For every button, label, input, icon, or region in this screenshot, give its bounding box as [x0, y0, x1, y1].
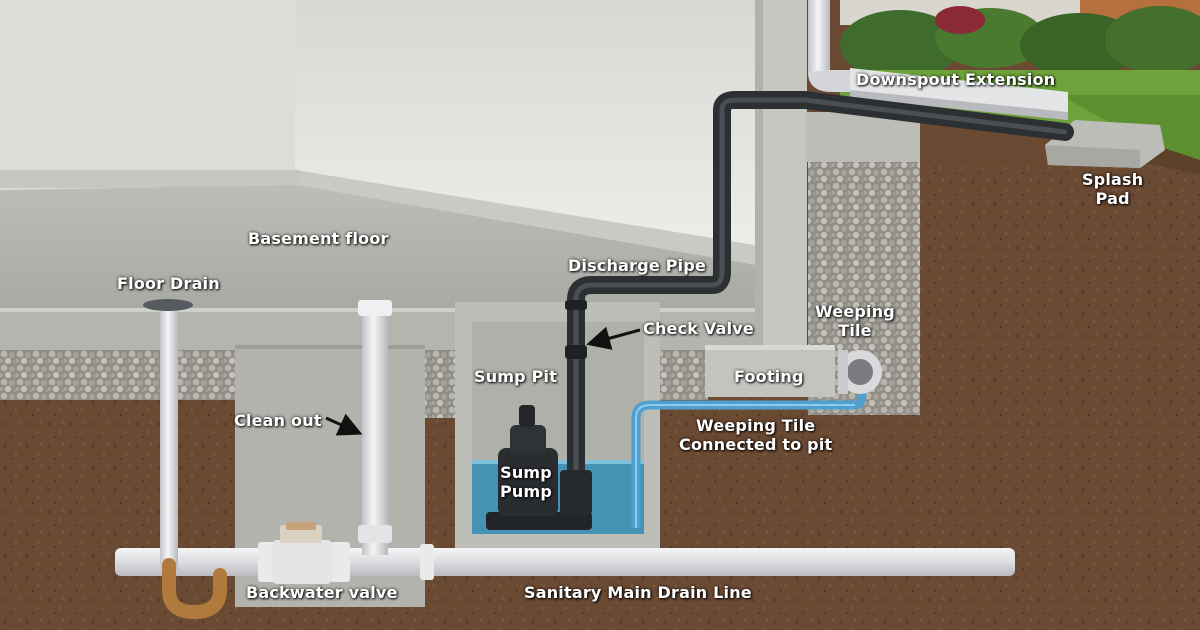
label-discharge-pipe: Discharge Pipe — [568, 256, 706, 275]
label-sump-pit: Sump Pit — [474, 367, 557, 386]
label-check-valve: Check Valve — [643, 319, 754, 338]
label-weeping-tile-connected-line-2: Connected to pit — [679, 435, 832, 454]
back-wall — [0, 0, 300, 190]
label-weeping-tile-connected: Weeping Tile Connected to pit — [679, 416, 832, 454]
label-sump-pump-line-2: Pump — [500, 482, 552, 501]
label-clean-out: Clean out — [234, 411, 322, 430]
label-sanitary-main-drain-line: Sanitary Main Drain Line — [524, 583, 752, 602]
floor-drain-grate — [143, 299, 193, 311]
label-splash-pad: Splash Pad — [1082, 170, 1143, 208]
label-weeping-tile: Weeping Tile — [815, 302, 895, 340]
weeping-tile-pipe — [838, 350, 882, 394]
label-floor-drain: Floor Drain — [117, 274, 220, 293]
label-sump-pump-line-1: Sump — [500, 463, 552, 482]
label-splash-pad-line-1: Splash — [1082, 170, 1143, 189]
label-footing: Footing — [734, 367, 804, 386]
label-sump-pump: Sump Pump — [500, 463, 552, 501]
label-downspout-extension: Downspout Extension — [856, 70, 1055, 89]
label-weeping-tile-connected-line-1: Weeping Tile — [679, 416, 832, 435]
downspout — [808, 0, 830, 75]
label-weeping-tile-line-2: Tile — [815, 321, 895, 340]
gravel-under-slab — [0, 348, 235, 400]
label-backwater-valve: Backwater valve — [246, 583, 398, 602]
clean-out-pipe — [362, 305, 388, 555]
floor-drain-pipe — [160, 308, 178, 570]
sanitary-main-drain — [115, 548, 1015, 576]
label-basement-floor: Basement floor — [248, 229, 389, 248]
label-splash-pad-line-2: Pad — [1082, 189, 1143, 208]
label-weeping-tile-line-1: Weeping — [815, 302, 895, 321]
